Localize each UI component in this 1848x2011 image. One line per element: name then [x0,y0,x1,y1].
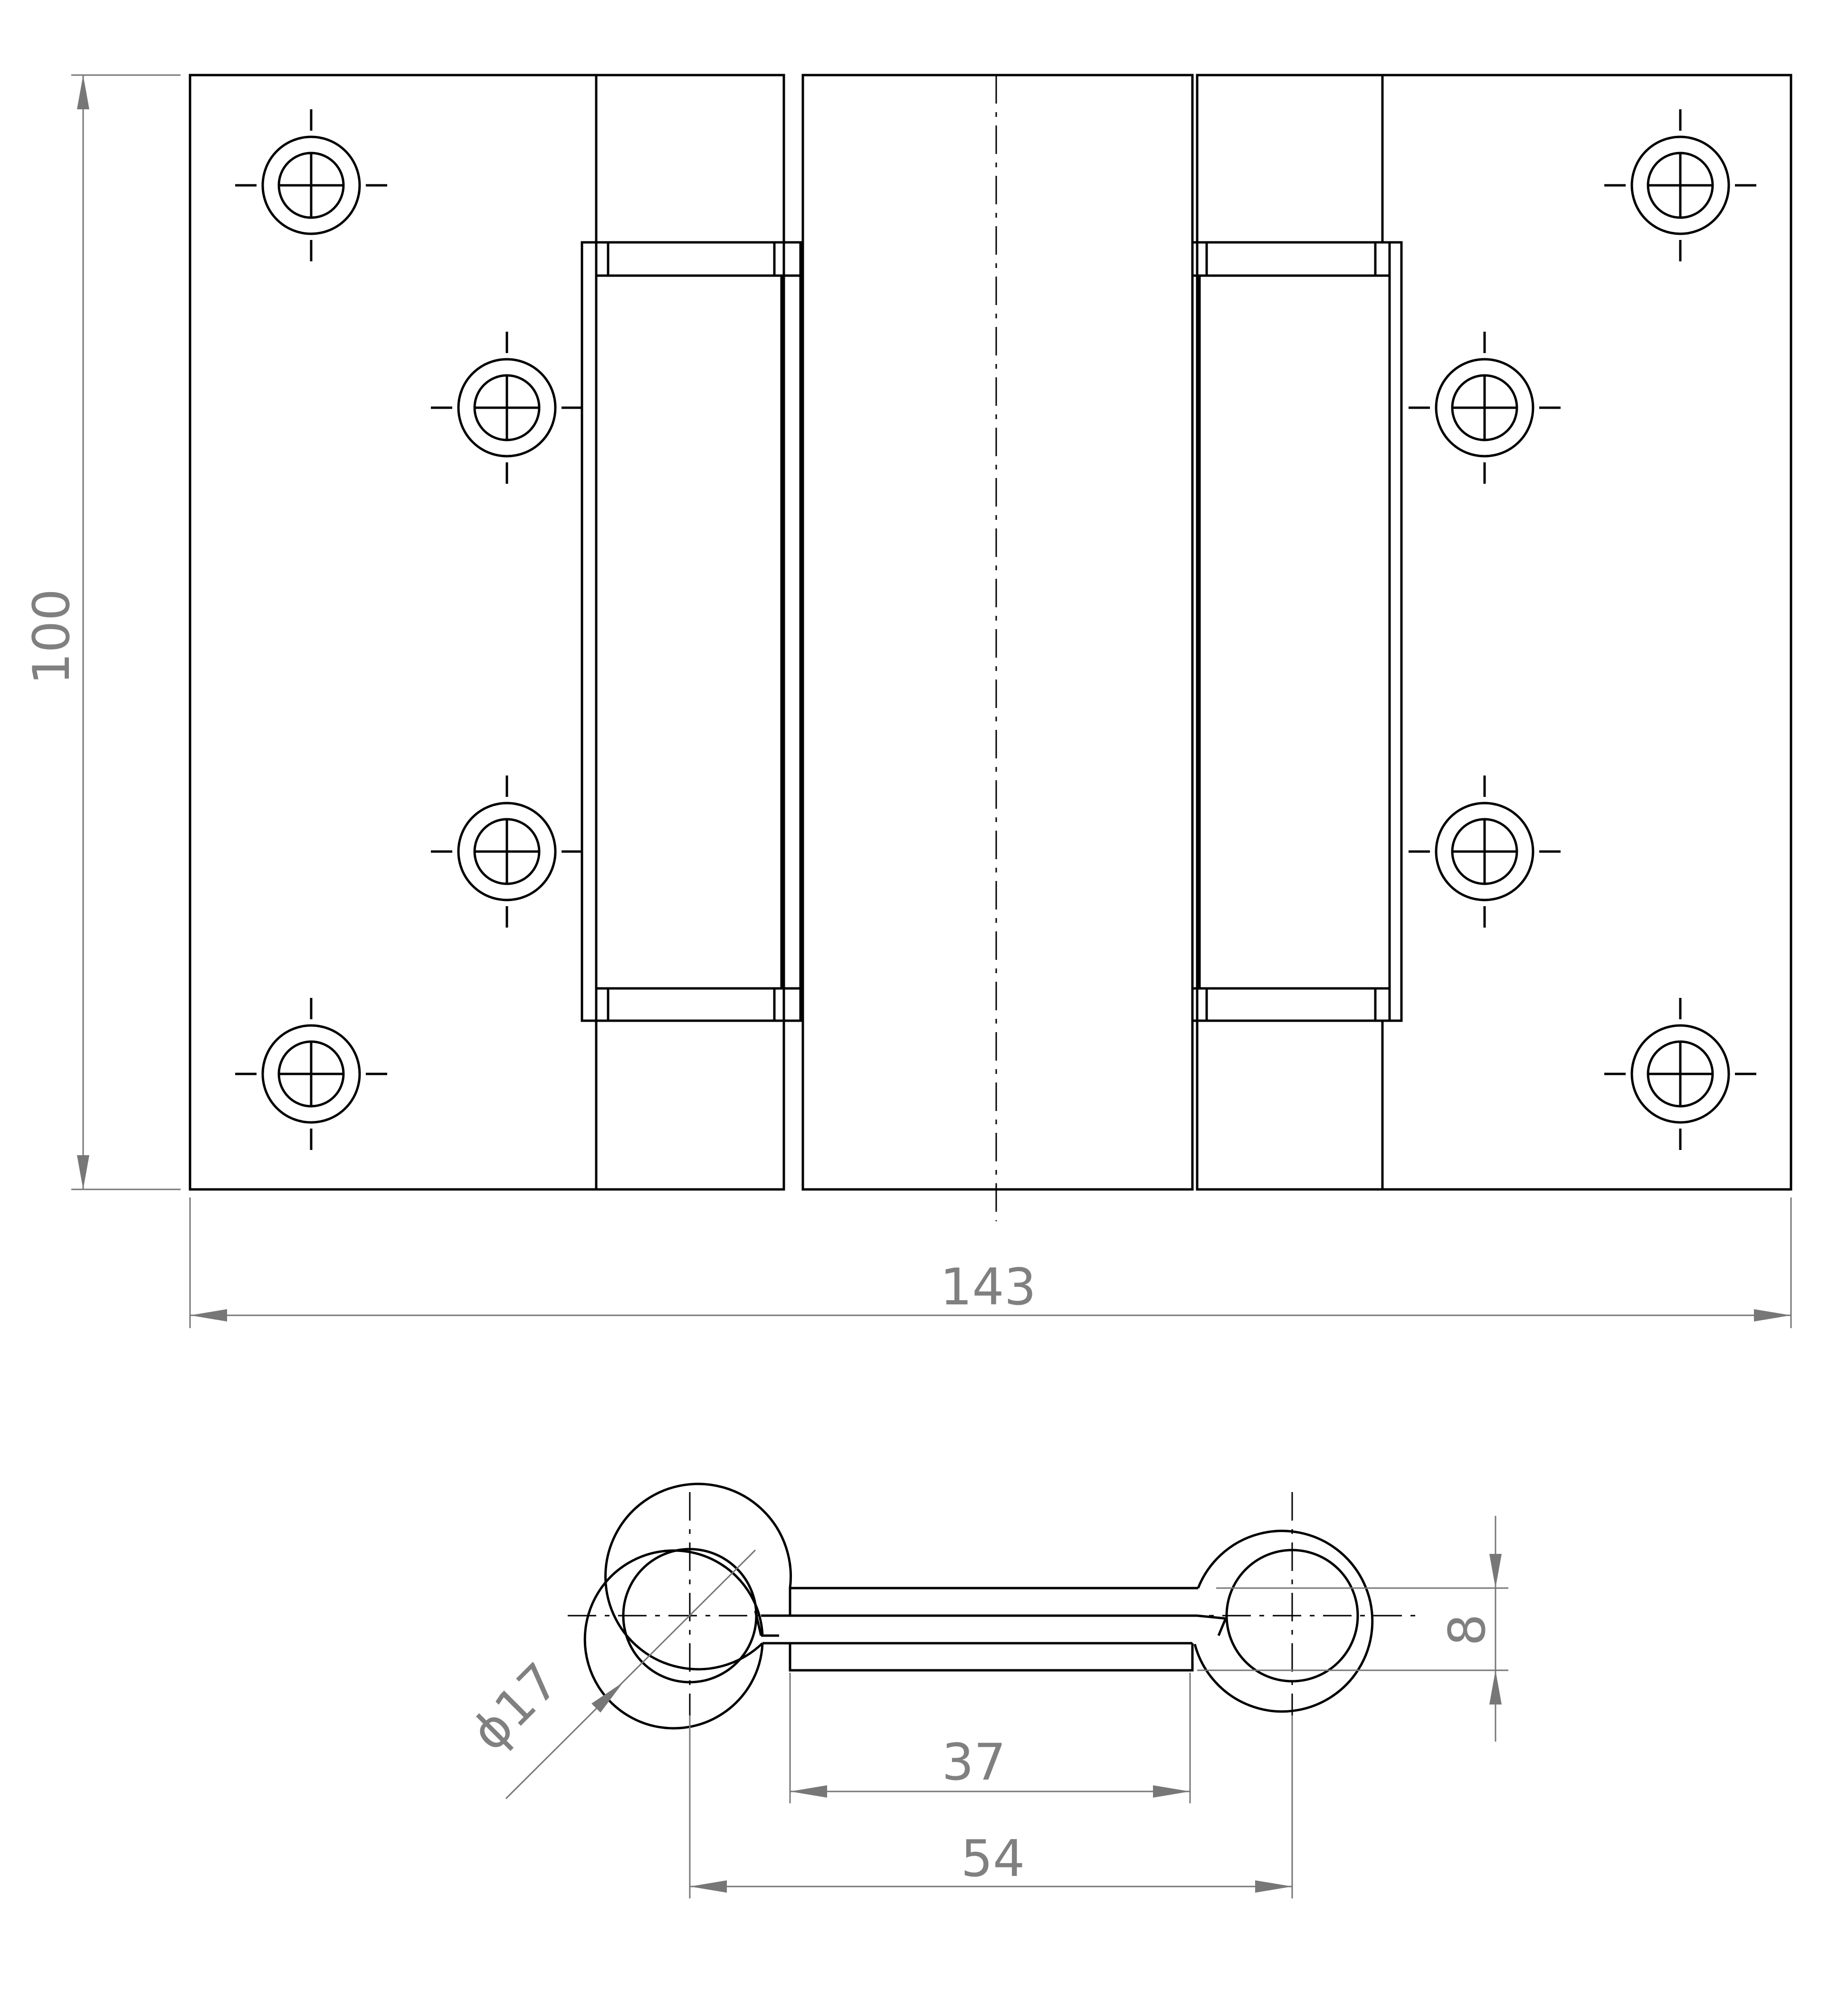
pin-span-dimension-label: 54 [961,1829,1025,1888]
pin-span-dimension: 54 [689,1715,1293,1898]
screw-hole [1604,998,1756,1150]
screw-hole [431,776,583,928]
left-hinge-plate [189,74,785,1191]
screw-hole-countersink [1435,358,1534,458]
leaf-span-dimension: 37 [789,1673,1191,1803]
width-dimension-label: 143 [940,1258,1036,1316]
screw-hole-countersink [457,802,557,901]
leaf-span-dimension-label: 37 [942,1733,1006,1791]
screw-hole [1604,109,1756,261]
left-barrel [583,1549,764,1730]
screw-holes [235,109,1756,1150]
screw-hole-countersink [261,1024,361,1124]
gap-dimension: 8 [1197,1516,1508,1742]
hinge-front-view [189,74,1792,1221]
height-dimension-label: 100 [22,589,81,685]
hinge-section-view [568,1483,1418,1730]
screw-hole-countersink [457,358,557,458]
diameter-dimension-label: ϕ17 [460,1652,570,1762]
hinge-leaves-section [754,1587,1228,1672]
screw-hole [235,998,387,1150]
height-dimension: 100 [22,74,181,1190]
right-barrel-outer-arc [1193,1530,1374,1713]
screw-hole-countersink [1630,1024,1730,1124]
screw-hole-countersink [1435,802,1534,901]
right-hinge-plate [1196,74,1792,1191]
screw-hole [431,332,583,484]
screw-hole [1409,332,1561,484]
diameter-dimension: ϕ17 [460,1549,756,1800]
screw-hole-countersink [1630,135,1730,235]
screw-hole-countersink [261,135,361,235]
screw-hole [235,109,387,261]
right-knuckle [1191,75,1403,1189]
screw-hole [1409,776,1561,928]
width-dimension: 143 [189,1197,1792,1328]
left-knuckle [581,75,802,1189]
center-hinge-leaf [801,74,1194,1191]
gap-dimension-label: 8 [1438,1614,1496,1646]
left-barrel-outer-arc [604,1483,792,1671]
